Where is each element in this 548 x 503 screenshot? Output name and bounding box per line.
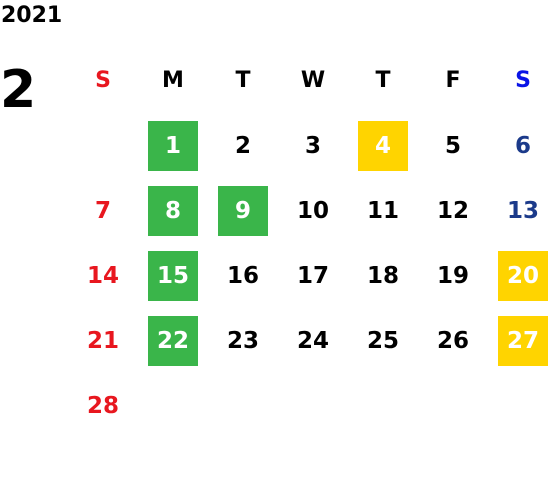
calendar-day[interactable]: 5 — [444, 132, 461, 159]
calendar-cell: 27 — [488, 308, 548, 373]
calendar-day[interactable]: 22 — [148, 315, 198, 366]
weekday-tuesday: T — [235, 68, 251, 93]
calendar-cell: 17 — [278, 243, 348, 308]
calendar-day[interactable]: 18 — [366, 262, 399, 289]
weekday-thursday: T — [375, 68, 391, 93]
calendar-cell — [278, 373, 348, 438]
calendar-cell — [418, 373, 488, 438]
calendar-cell: 3 — [278, 113, 348, 178]
month-number: 2 — [0, 60, 37, 120]
calendar-day[interactable]: 9 — [218, 185, 268, 236]
calendar-cell: 1 — [138, 113, 208, 178]
week-row: 21 22 23 24 25 26 27 — [68, 308, 548, 373]
weekday-saturday: S — [515, 68, 531, 93]
calendar-cell: 12 — [418, 178, 488, 243]
calendar-cell — [138, 373, 208, 438]
calendar-cell: 11 — [348, 178, 418, 243]
calendar-day[interactable]: 2 — [234, 132, 251, 159]
week-row: 28 — [68, 373, 548, 438]
calendar-day[interactable]: 25 — [366, 327, 399, 354]
calendar-day[interactable]: 27 — [498, 315, 548, 366]
calendar-day[interactable]: 4 — [358, 120, 408, 171]
calendar-cell — [208, 373, 278, 438]
calendar-day[interactable]: 14 — [86, 262, 119, 289]
calendar-cell — [68, 113, 138, 178]
calendar-day[interactable]: 21 — [86, 327, 119, 354]
calendar-cell — [348, 373, 418, 438]
calendar-day[interactable]: 7 — [94, 197, 111, 224]
calendar-day[interactable]: 17 — [296, 262, 329, 289]
calendar-cell — [488, 373, 548, 438]
calendar-cell: 25 — [348, 308, 418, 373]
calendar-cell: 26 — [418, 308, 488, 373]
calendar-cell: 6 — [488, 113, 548, 178]
calendar-day[interactable]: 20 — [498, 250, 548, 301]
calendar-cell: 19 — [418, 243, 488, 308]
calendar-cell: 13 — [488, 178, 548, 243]
calendar-cell: 5 — [418, 113, 488, 178]
calendar-cell: 23 — [208, 308, 278, 373]
calendar-cell: 22 — [138, 308, 208, 373]
calendar-cell: 18 — [348, 243, 418, 308]
calendar-day[interactable]: 12 — [436, 197, 469, 224]
calendar-cell: 10 — [278, 178, 348, 243]
calendar-cell: 15 — [138, 243, 208, 308]
weekday-wednesday: W — [300, 68, 326, 93]
calendar-cell: 2 — [208, 113, 278, 178]
calendar-cell: 28 — [68, 373, 138, 438]
weekday-monday: M — [162, 68, 184, 93]
year-label: 2021 — [1, 3, 63, 28]
week-row: 14 15 16 17 18 19 20 — [68, 243, 548, 308]
calendar-cell: 9 — [208, 178, 278, 243]
calendar-cell: 14 — [68, 243, 138, 308]
calendar-day[interactable]: 10 — [296, 197, 329, 224]
week-row: 1 2 3 4 5 6 — [68, 113, 548, 178]
calendar-cell: 4 — [348, 113, 418, 178]
calendar-day[interactable]: 19 — [436, 262, 469, 289]
weekday-sunday: S — [95, 68, 111, 93]
calendar-cell: 16 — [208, 243, 278, 308]
calendar-day[interactable]: 24 — [296, 327, 329, 354]
calendar-day[interactable]: 6 — [514, 132, 531, 159]
calendar-day[interactable]: 16 — [226, 262, 259, 289]
calendar-day[interactable]: 1 — [148, 120, 198, 171]
weekday-header-row: S M T W T F S — [68, 48, 548, 113]
weekday-friday: F — [445, 68, 461, 93]
calendar-day[interactable]: 3 — [304, 132, 321, 159]
calendar-day[interactable]: 8 — [148, 185, 198, 236]
calendar-cell: 21 — [68, 308, 138, 373]
calendar-cell: 20 — [488, 243, 548, 308]
calendar-day[interactable]: 13 — [506, 197, 539, 224]
calendar-day[interactable]: 28 — [86, 392, 119, 419]
calendar-cell: 24 — [278, 308, 348, 373]
calendar-cell: 7 — [68, 178, 138, 243]
calendar-day[interactable]: 23 — [226, 327, 259, 354]
calendar-day[interactable]: 15 — [148, 250, 198, 301]
calendar-day[interactable]: 26 — [436, 327, 469, 354]
calendar-day[interactable]: 11 — [366, 197, 399, 224]
calendar-cell: 8 — [138, 178, 208, 243]
